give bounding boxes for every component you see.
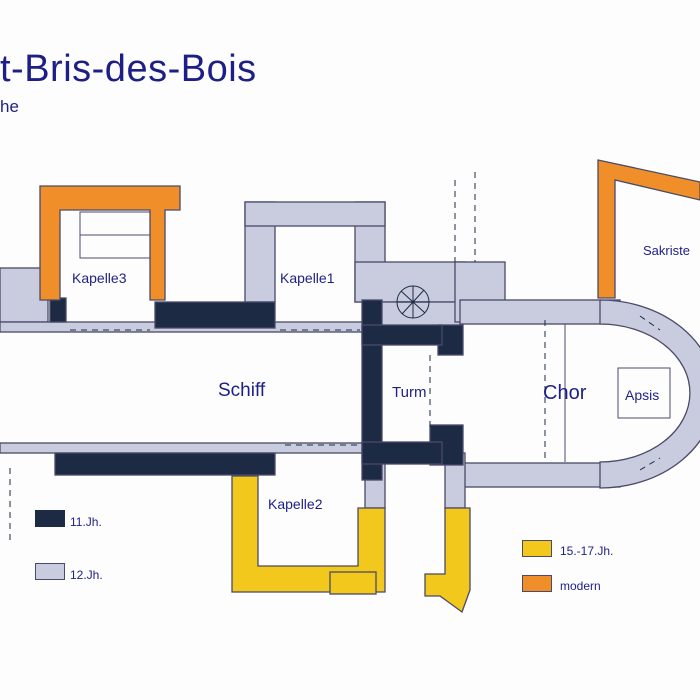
dashed-lines xyxy=(9,172,661,545)
room-label-kapelle2: Kapelle2 xyxy=(268,496,323,512)
kapelle3-inner xyxy=(79,211,151,259)
room-label-sakristei: Sakriste xyxy=(643,243,690,258)
legend-label-12th: 12.Jh. xyxy=(70,568,103,582)
room-label-kapelle1: Kapelle1 xyxy=(280,270,335,286)
room-label-turm: Turm xyxy=(392,384,427,401)
legend-label-modern: modern xyxy=(560,579,601,593)
walls-11th-century xyxy=(49,297,464,481)
page-title: t-Bris-des-Bois xyxy=(0,48,257,90)
room-label-schiff: Schiff xyxy=(218,380,266,401)
room-label-chor: Chor xyxy=(543,382,587,404)
legend-swatch-11th xyxy=(35,510,65,527)
page-subtitle: he xyxy=(0,97,19,116)
legend-swatch-15-17th xyxy=(522,540,552,557)
legend-swatch-modern xyxy=(522,575,552,592)
legend-swatch-12th xyxy=(35,563,65,580)
legend-label-11th: 11.Jh. xyxy=(70,515,102,529)
apsis-inner xyxy=(617,367,671,419)
walls-15-17th-century xyxy=(231,475,471,614)
legend-label-15-17th: 15.-17.Jh. xyxy=(560,544,614,558)
room-label-kapelle3: Kapelle3 xyxy=(72,270,127,286)
room-label-apsis: Apsis xyxy=(625,387,660,403)
spiral-stair xyxy=(396,285,430,319)
walls-modern xyxy=(39,159,700,301)
